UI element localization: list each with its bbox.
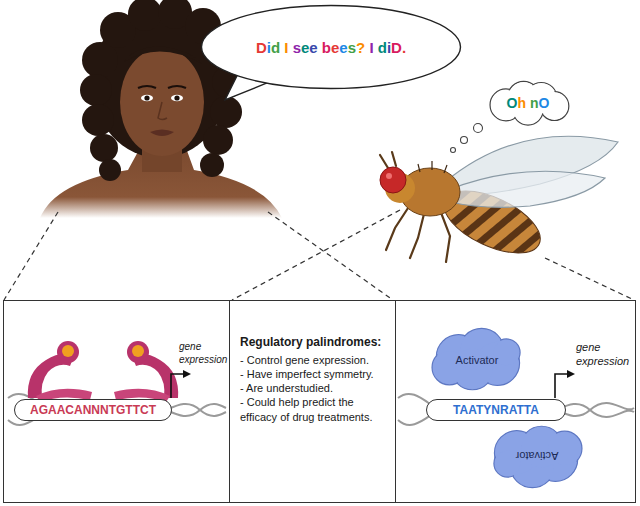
letter: O bbox=[539, 95, 550, 111]
letter: O bbox=[507, 95, 518, 111]
letter: i bbox=[387, 39, 391, 56]
sequence-box: TAATYNRATTA bbox=[426, 399, 566, 421]
node-text: Did I see bees? I diD. bbox=[256, 39, 406, 56]
node-text: AGAACANNNTGTTCT bbox=[30, 403, 156, 417]
leader-line bbox=[4, 210, 634, 300]
letter: . bbox=[402, 39, 406, 56]
node-text: TAATYNRATTA bbox=[453, 403, 539, 417]
bullet-text: - Have imperfect symmetry. bbox=[240, 367, 387, 381]
thought-bubble: Oh nO bbox=[484, 84, 572, 122]
letter: d bbox=[271, 39, 280, 56]
activator-protein: Activator bbox=[431, 329, 523, 391]
bullet-text: - Are understudied. bbox=[240, 381, 387, 395]
node-text: Activator bbox=[456, 354, 499, 366]
node-text: gene expression bbox=[576, 341, 632, 369]
letter: d bbox=[378, 39, 387, 56]
letter bbox=[526, 95, 530, 111]
letter bbox=[288, 39, 292, 56]
letter bbox=[365, 39, 369, 56]
letter: D bbox=[391, 39, 402, 56]
letter: i bbox=[267, 39, 271, 56]
fruit-fly bbox=[380, 136, 618, 265]
panel-heading: Regulatory palindromes: bbox=[240, 335, 387, 351]
letter: e bbox=[339, 39, 347, 56]
letter: h bbox=[517, 95, 526, 111]
panel: gene expressionAGAACANNNTGTTCT bbox=[3, 300, 230, 503]
letter: s bbox=[293, 39, 301, 56]
letter: b bbox=[322, 39, 331, 56]
letter: ? bbox=[356, 39, 365, 56]
panel: Regulatory palindromes: - Control gene ex… bbox=[230, 300, 395, 503]
letter bbox=[374, 39, 378, 56]
letter: e bbox=[309, 39, 317, 56]
letter: e bbox=[331, 39, 339, 56]
letter: D bbox=[256, 39, 267, 56]
letter: I bbox=[369, 39, 373, 56]
letter: n bbox=[530, 95, 539, 111]
letter bbox=[280, 39, 284, 56]
cloud-outline bbox=[484, 84, 572, 122]
dna-helix bbox=[8, 394, 634, 425]
speech-bubble: Did I see bees? I diD. bbox=[200, 4, 462, 90]
bullet-text: - Control gene expression. bbox=[240, 353, 387, 367]
letter: I bbox=[284, 39, 288, 56]
letter bbox=[318, 39, 322, 56]
sequence-box: AGAACANNNTGTTCT bbox=[14, 399, 172, 421]
node-text: Oh nO bbox=[507, 95, 550, 111]
node-text: gene expression bbox=[179, 341, 231, 366]
bullet-text: - Could help predict the efficacy of dru… bbox=[240, 395, 387, 424]
panel: gene expressionTAATYNRATTAActivatorActiv… bbox=[395, 300, 636, 503]
letter: e bbox=[301, 39, 309, 56]
letter: s bbox=[348, 39, 356, 56]
receptor-protein bbox=[28, 341, 178, 402]
activator-protein: Activator bbox=[491, 425, 583, 487]
node-text: Activator bbox=[516, 450, 559, 462]
